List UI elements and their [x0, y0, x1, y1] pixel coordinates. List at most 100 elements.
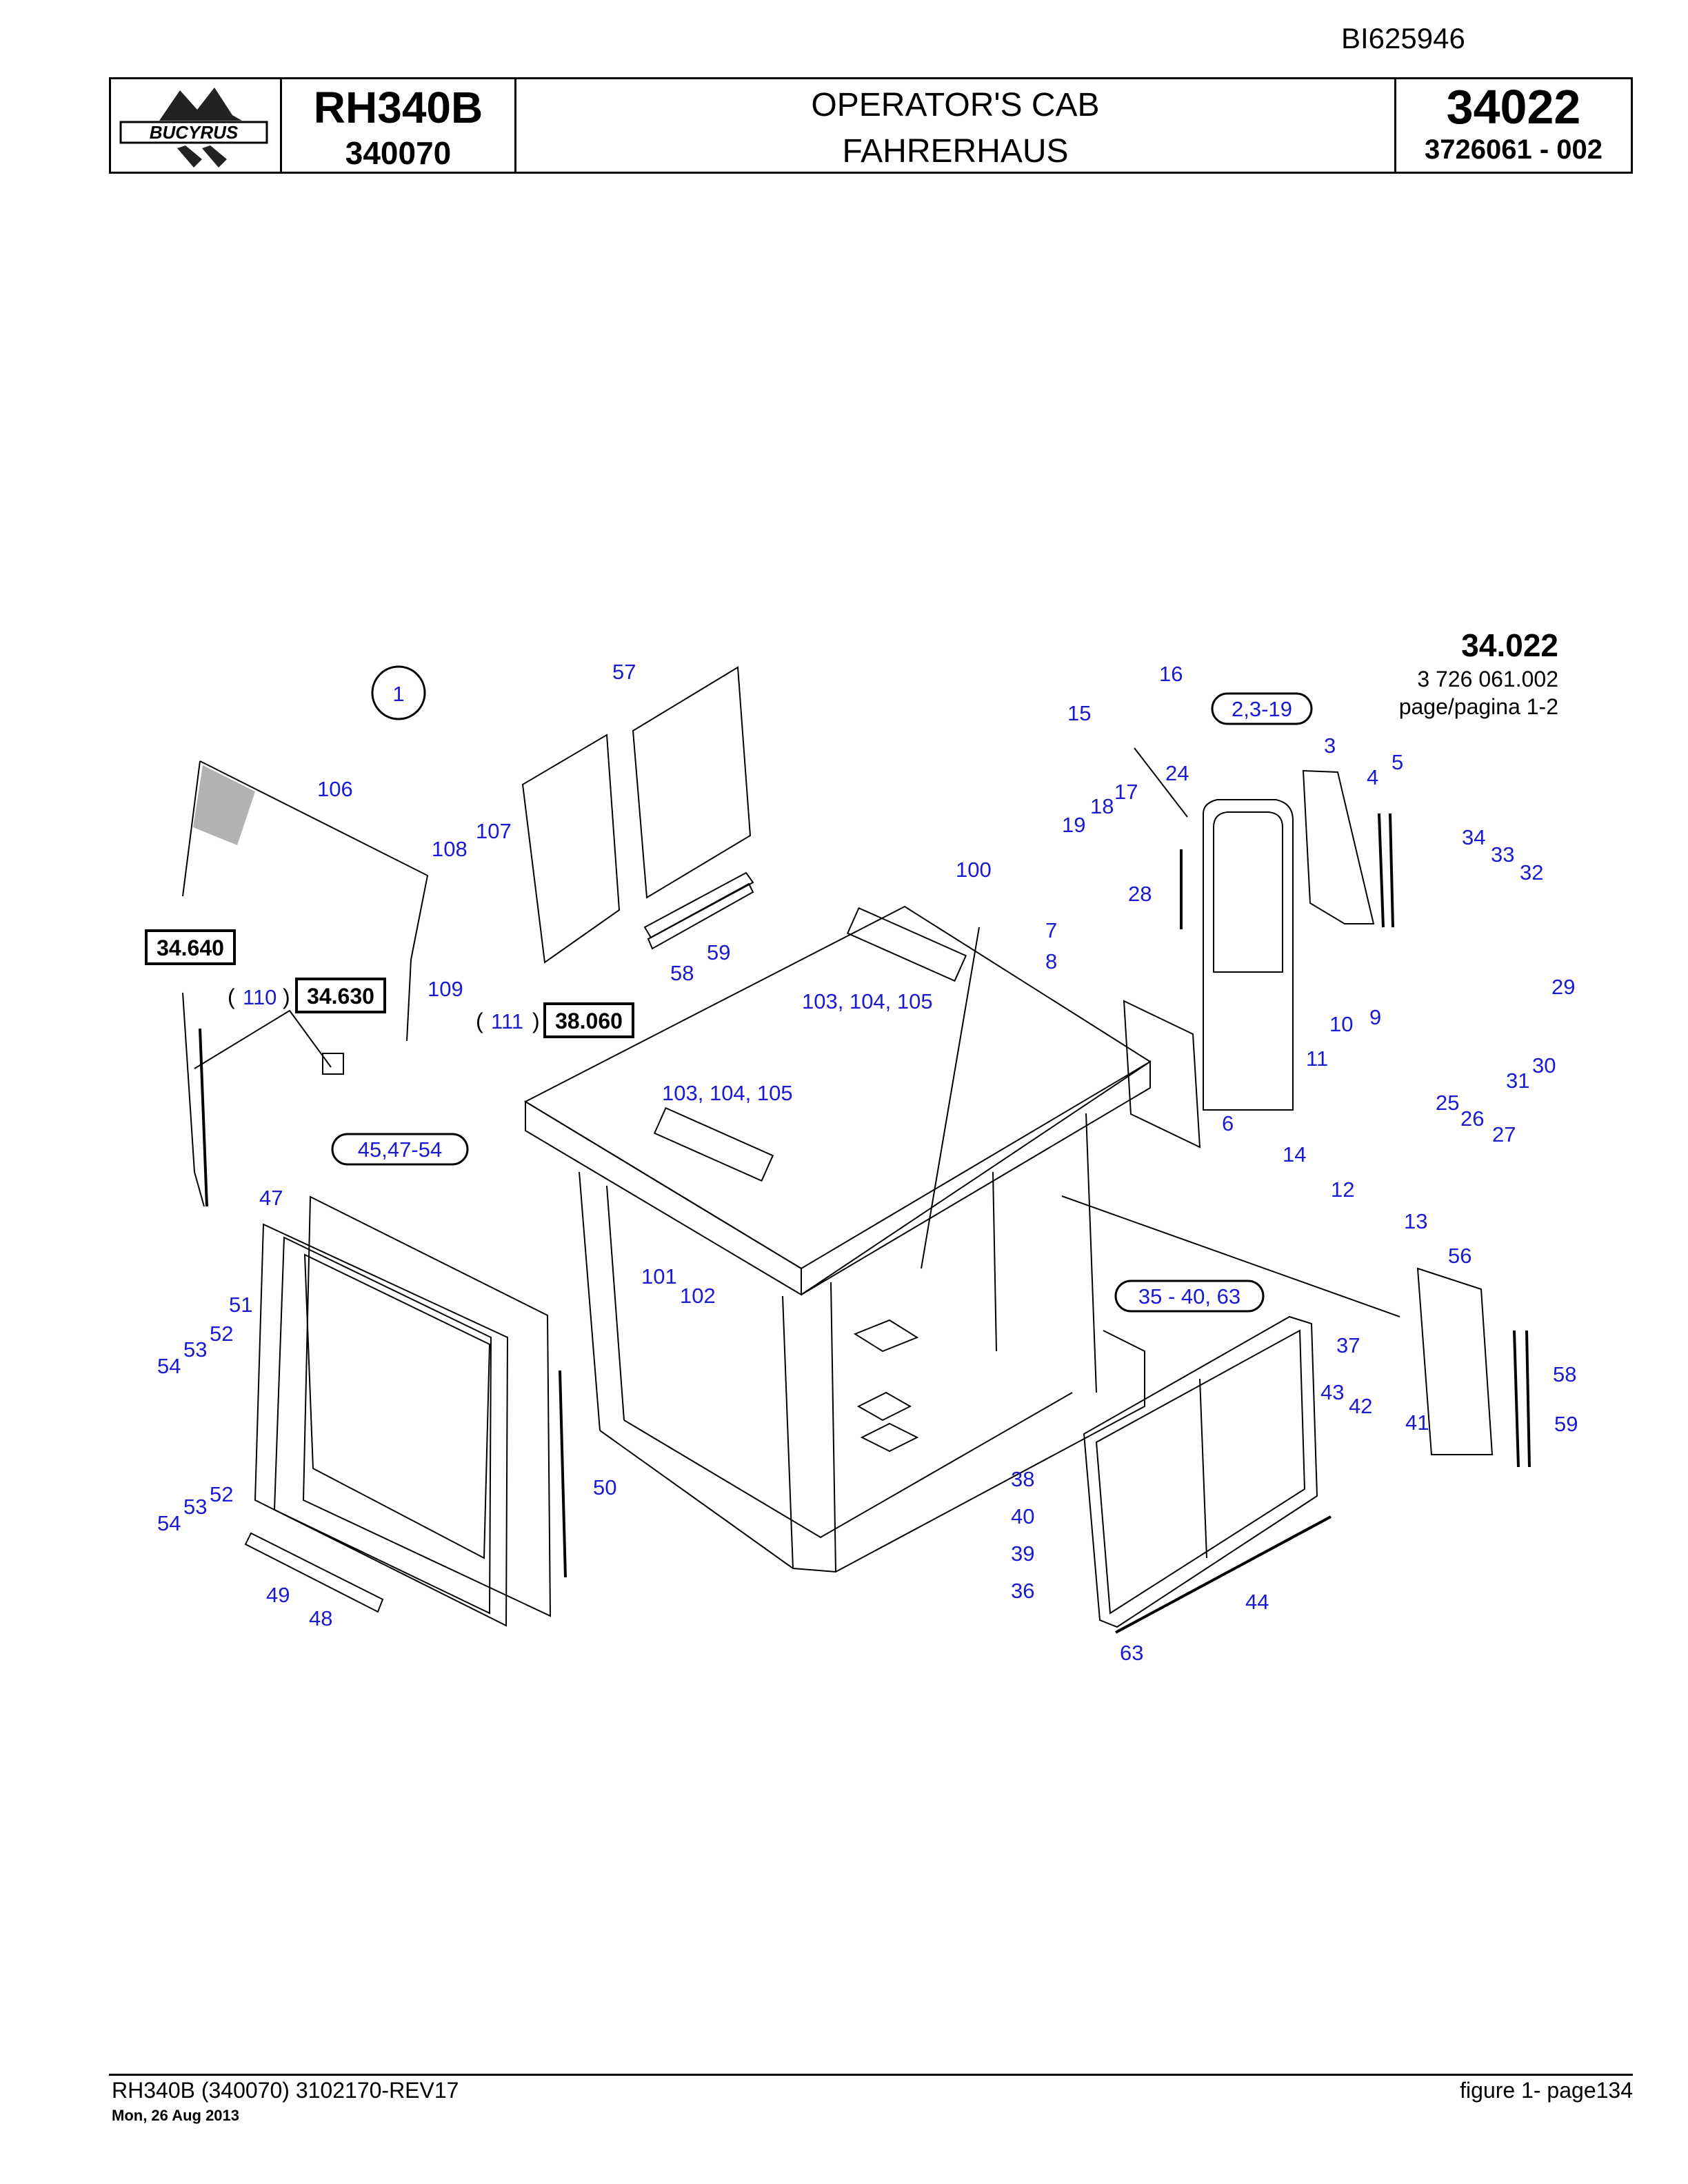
part-number-label: 30	[1532, 1053, 1556, 1078]
page-ref: page/pagina 1-2	[1399, 694, 1558, 719]
part-number-label: 44	[1245, 1590, 1269, 1614]
footer-page: figure 1- page134	[1460, 2078, 1633, 2103]
part-number-label: 48	[309, 1606, 332, 1630]
part-number-label: 19	[1062, 813, 1085, 837]
part-number-label: 56	[1448, 1244, 1471, 1268]
part-number-label: 103, 104, 105	[662, 1081, 793, 1105]
paren-close: )	[283, 984, 290, 1009]
part-number-label: 38	[1011, 1467, 1034, 1491]
group-number: 34022	[1446, 80, 1581, 134]
part-number-label: 7	[1045, 918, 1057, 942]
part-number-label: 31	[1506, 1069, 1529, 1093]
left-window	[244, 1195, 567, 1627]
paren-open: (	[476, 1009, 483, 1033]
part-number-label: 106	[317, 777, 353, 801]
model-number: RH340B	[313, 83, 483, 132]
part-number-label: 37	[1336, 1333, 1360, 1357]
callout-oval-label: 45,47-54	[358, 1138, 442, 1162]
part-number-label: 103, 104, 105	[802, 989, 933, 1013]
ref-box	[543, 1002, 634, 1038]
part-number-label: 53	[183, 1495, 207, 1519]
title-german: FAHRERHAUS	[842, 133, 1069, 170]
wiper-assembly	[182, 992, 344, 1207]
callout-oval	[1114, 1280, 1265, 1313]
part-number-label: 52	[210, 1322, 233, 1346]
group-ref: 3 726 061.002	[1417, 667, 1558, 691]
part-number-label: 11	[1306, 1046, 1328, 1071]
part-number-label: 24	[1165, 761, 1189, 785]
part-number-label: 3	[1324, 734, 1336, 758]
part-number-label: 29	[1551, 975, 1575, 999]
leader-line	[1134, 747, 1188, 818]
part-number-label: 18	[1090, 794, 1114, 818]
leader-line	[1061, 1195, 1400, 1317]
sun-screen	[182, 760, 429, 1042]
part-number-label: 58	[670, 961, 694, 985]
group-cell: 34022 3726061 - 002	[1396, 79, 1631, 172]
group-title: 34.022	[1461, 627, 1558, 663]
item-circle-label: 1	[392, 682, 404, 706]
part-number-label: 12	[1331, 1177, 1354, 1202]
part-number-label: 40	[1011, 1504, 1034, 1528]
part-number-label: 39	[1011, 1541, 1034, 1566]
part-number-label: 4	[1367, 765, 1378, 789]
bucyrus-logo: BUCYRUS	[119, 88, 268, 168]
part-number-label: 47	[259, 1186, 283, 1210]
part-number-label: 63	[1120, 1641, 1143, 1665]
part-number-label: 26	[1460, 1106, 1484, 1131]
right-window	[1083, 1267, 1531, 1634]
part-number-label: 14	[1283, 1142, 1306, 1166]
paren-ref: 110	[243, 985, 277, 1009]
part-number-label: 13	[1404, 1209, 1427, 1233]
callout-oval	[331, 1133, 469, 1166]
model-cell: RH340B 340070	[282, 79, 516, 172]
part-number-label: 5	[1391, 750, 1403, 774]
part-number-label: 27	[1492, 1122, 1516, 1146]
part-number-label: 50	[593, 1475, 616, 1499]
roof-panel-pair	[521, 666, 754, 964]
ref-box-label: 34.640	[157, 936, 224, 960]
footer-date: Mon, 26 Aug 2013	[112, 2107, 240, 2124]
part-number-label: 25	[1436, 1091, 1459, 1115]
part-number-label: 6	[1222, 1111, 1234, 1135]
part-number-label: 10	[1329, 1012, 1353, 1036]
part-number-label: 108	[432, 837, 468, 861]
ref-box	[145, 929, 236, 965]
part-number-label: 49	[266, 1583, 290, 1607]
footer-rule	[109, 2074, 1633, 2076]
part-number-label: 58	[1553, 1362, 1576, 1386]
part-number-label: 34	[1462, 825, 1485, 849]
callout-oval-label: 2,3-19	[1232, 697, 1292, 721]
exploded-parts-diagram: 34.022 3 726 061.002 page/pagina 1-2 1 3…	[145, 627, 1578, 1665]
door-frame	[1123, 769, 1394, 1149]
part-number-label: 52	[210, 1482, 233, 1506]
part-number-label: 41	[1405, 1410, 1429, 1435]
callout-oval	[1211, 692, 1313, 725]
part-number-label: 43	[1320, 1380, 1344, 1404]
part-number-label: 54	[157, 1511, 181, 1535]
logo-text: BUCYRUS	[150, 122, 239, 143]
footer-document: RH340B (340070) 3102170-REV17	[112, 2078, 459, 2103]
part-number-label: 28	[1128, 882, 1152, 906]
ref-box	[295, 978, 386, 1013]
paren-open: (	[228, 984, 235, 1009]
paren-ref: 111	[491, 1009, 523, 1033]
part-number-label: 36	[1011, 1579, 1034, 1603]
item-circle	[371, 665, 426, 720]
serial-number: 340070	[345, 135, 452, 171]
leader-line	[921, 927, 980, 1269]
part-number-label: 107	[476, 819, 512, 843]
part-reference: 3726061 - 002	[1424, 134, 1602, 165]
part-number-label: 100	[956, 858, 992, 882]
part-number-label: 15	[1067, 701, 1091, 725]
title-block: BUCYRUS RH340B 340070 OPERATOR'S CAB FAH…	[109, 77, 1633, 174]
part-number-label: 109	[428, 977, 463, 1001]
part-number-label: 102	[680, 1284, 716, 1308]
title-english: OPERATOR'S CAB	[811, 87, 1100, 123]
cab-body	[523, 905, 1152, 1573]
paren-close: )	[532, 1009, 540, 1033]
part-number-label: 8	[1045, 949, 1057, 973]
part-number-label: 42	[1349, 1394, 1372, 1418]
ref-box-label: 38.060	[555, 1009, 623, 1033]
